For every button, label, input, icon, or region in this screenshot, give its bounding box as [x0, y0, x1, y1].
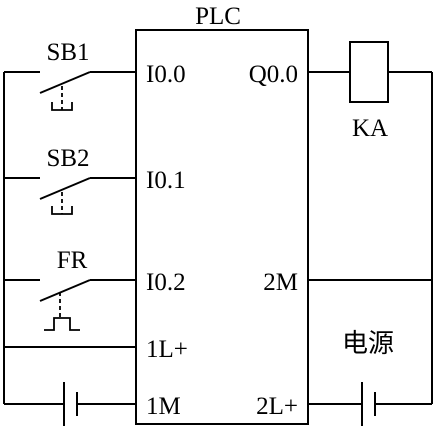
thermal-relay-actuator-icon — [44, 317, 80, 331]
terminal-label-2l-plus: 2L+ — [256, 393, 298, 420]
pushbutton-actuator-icon — [51, 206, 73, 215]
pushbutton-actuator-icon — [51, 102, 73, 111]
terminal-label-i0-2: I0.2 — [146, 269, 186, 296]
plc-block: PLC — [135, 3, 309, 425]
terminal-label-1l-plus: 1L+ — [146, 336, 188, 363]
terminal-1l-plus: 1L+ — [4, 336, 188, 363]
terminal-2m: 2M — [263, 269, 432, 296]
output-q0-0-circuit: Q0.0 KA — [249, 41, 432, 142]
input-device-label-sb1: SB1 — [46, 39, 89, 66]
terminal-label-2m: 2M — [263, 269, 298, 296]
relay-coil-label: KA — [352, 115, 388, 142]
left-battery-circuit: 1M — [4, 382, 181, 426]
input-sb1-circuit: SB1 I0.0 — [4, 39, 186, 111]
input-sb2-circuit: SB2 I0.1 — [4, 145, 186, 215]
terminal-label-q0-0: Q0.0 — [249, 61, 298, 88]
terminal-label-i0-0: I0.0 — [146, 61, 186, 88]
power-supply-label: 电源 — [342, 329, 394, 359]
terminal-label-i0-1: I0.1 — [146, 167, 186, 194]
input-device-label-fr: FR — [57, 247, 88, 274]
input-fr-circuit: FR I0.2 — [4, 247, 186, 331]
power-supply-circuit: 电源 2L+ — [256, 329, 432, 426]
terminal-label-1m: 1M — [146, 393, 181, 420]
input-device-label-sb2: SB2 — [46, 145, 89, 172]
plc-title: PLC — [195, 3, 241, 30]
relay-coil-icon — [349, 41, 389, 103]
